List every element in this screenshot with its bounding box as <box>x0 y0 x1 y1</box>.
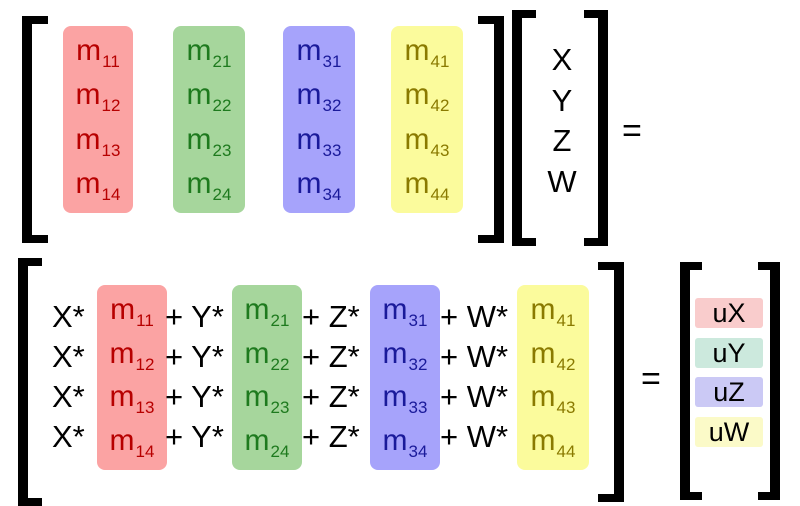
expanded-cell-m44: m44 <box>530 424 576 462</box>
matrix-left-bracket <box>22 16 48 243</box>
vector-z: Z <box>552 123 572 159</box>
matrix-cell-m12: m12 <box>75 78 121 116</box>
vector-x: X <box>551 42 573 78</box>
expanded-cell-m24: m24 <box>244 424 290 462</box>
expanded-column-1: m11 m12 m13 m14 <box>97 285 167 470</box>
matrix-column-3: m31 m32 m33 m34 <box>283 26 355 213</box>
term-w-row-1: + W* <box>440 299 509 334</box>
expanded-cell-m23: m23 <box>244 380 290 418</box>
result-uz: uZ <box>695 377 763 407</box>
expanded-cell-m32: m32 <box>382 336 428 374</box>
matrix-cell-m21: m21 <box>186 34 232 72</box>
term-w-row-2: + W* <box>440 339 509 374</box>
expanded-cell-m31: m31 <box>382 292 428 330</box>
expanded-cell-m43: m43 <box>530 380 576 418</box>
term-y-row-1: + Y* <box>165 299 224 334</box>
expanded-cell-m42: m42 <box>530 336 576 374</box>
result-uy: uY <box>695 338 763 368</box>
matrix-cell-m44: m44 <box>404 166 450 204</box>
term-y-row-4: + Y* <box>165 419 224 454</box>
matrix-cell-m11: m11 <box>76 34 120 72</box>
vector-left-bracket <box>512 10 536 246</box>
term-w-row-3: + W* <box>440 379 509 414</box>
expanded-right-bracket <box>598 262 624 502</box>
term-z-row-3: + Z* <box>302 379 360 414</box>
expanded-cell-m14: m14 <box>109 424 155 462</box>
matrix-cell-m32: m32 <box>296 78 342 116</box>
expanded-cell-m22: m22 <box>244 336 290 374</box>
vector-y: Y <box>551 82 573 118</box>
matrix-cell-m34: m34 <box>296 166 342 204</box>
matrix-cell-m23: m23 <box>186 122 232 160</box>
matrix-column-1: m11 m12 m13 m14 <box>63 26 133 213</box>
expanded-cell-m33: m33 <box>382 380 428 418</box>
expanded-column-3: m31 m32 m33 m34 <box>370 285 440 470</box>
expanded-cell-m13: m13 <box>109 380 155 418</box>
equals-sign-bottom: = <box>641 360 661 398</box>
result-left-bracket <box>680 262 702 500</box>
result-ux: uX <box>695 298 763 328</box>
term-x-row-3: X* <box>52 379 85 414</box>
expanded-column-4: m41 m42 m43 m44 <box>517 285 589 470</box>
equals-sign-top: = <box>622 112 642 150</box>
result-uw: uW <box>695 417 763 447</box>
matrix-cell-m33: m33 <box>296 122 342 160</box>
matrix-column-4: m41 m42 m43 m44 <box>391 26 463 213</box>
term-x-row-2: X* <box>52 339 85 374</box>
matrix-cell-m43: m43 <box>404 122 450 160</box>
term-w-row-4: + W* <box>440 419 509 454</box>
expanded-column-2: m21 m22 m23 m24 <box>232 285 302 470</box>
input-vector: X Y Z W <box>530 38 594 204</box>
matrix-cell-m24: m24 <box>186 166 232 204</box>
term-z-row-2: + Z* <box>302 339 360 374</box>
matrix-column-2: m21 m22 m23 m24 <box>173 26 245 213</box>
expanded-cell-m12: m12 <box>109 336 155 374</box>
matrix-cell-m14: m14 <box>75 166 121 204</box>
term-y-row-3: + Y* <box>165 379 224 414</box>
vector-w: W <box>547 163 577 199</box>
expanded-cell-m34: m34 <box>382 424 428 462</box>
term-x-row-1: X* <box>52 299 85 334</box>
term-x-row-4: X* <box>52 419 85 454</box>
expanded-left-bracket <box>18 258 42 506</box>
matrix-cell-m42: m42 <box>404 78 450 116</box>
vector-right-bracket <box>584 10 608 246</box>
term-z-row-4: + Z* <box>302 419 360 454</box>
expanded-cell-m21: m21 <box>244 292 290 330</box>
expanded-cell-m11: m11 <box>110 292 154 330</box>
term-y-row-2: + Y* <box>165 339 224 374</box>
matrix-cell-m22: m22 <box>186 78 232 116</box>
matrix-cell-m31: m31 <box>296 34 342 72</box>
matrix-cell-m13: m13 <box>75 122 121 160</box>
term-z-row-1: + Z* <box>302 299 360 334</box>
matrix-cell-m41: m41 <box>404 34 450 72</box>
matrix-right-bracket <box>478 16 504 243</box>
expanded-cell-m41: m41 <box>530 292 576 330</box>
result-right-bracket <box>758 262 780 500</box>
